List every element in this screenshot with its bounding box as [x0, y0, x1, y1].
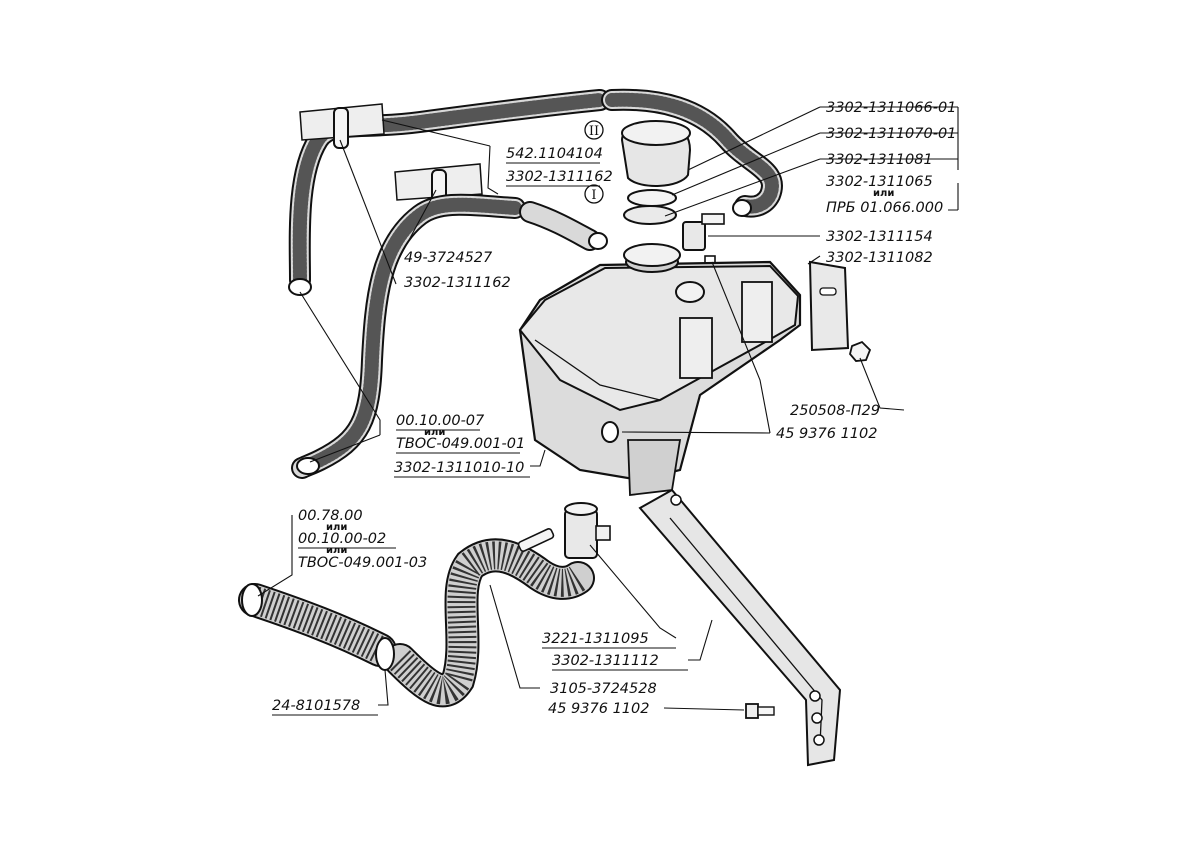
label-hose-bottom: 24-8101578 — [272, 698, 360, 714]
label-clamp-left-b: ТВОС-049.001-01 — [396, 436, 525, 452]
tee-fitting — [564, 502, 611, 559]
hose-clamps — [288, 199, 752, 475]
clip-bands — [299, 103, 483, 211]
label-cap-1: 3302-1311081 — [826, 152, 933, 168]
expansion-tank — [518, 243, 802, 497]
label-underlines — [272, 162, 688, 716]
bolt-bottom — [745, 703, 775, 719]
label-bracket-plate: 3302-1311082 — [826, 250, 933, 266]
label-cap-seal: 3302-1311070-01 — [826, 126, 956, 142]
label-clamp-bot-a: 00.78.00 — [298, 508, 363, 524]
corrugated-hoses — [238, 528, 595, 708]
label-hose-corr: 3105-3724528 — [550, 681, 657, 697]
middle-hose — [291, 193, 601, 479]
label-fitting: 3302-1311154 — [826, 229, 933, 245]
label-hose-mid: 3302-1311162 — [404, 275, 511, 291]
label-bracket-long: 3302-1311112 — [552, 653, 659, 669]
label-bolt-bracket: 45 9376 1102 — [548, 701, 649, 717]
label-nut: 250508-П29 — [790, 403, 880, 419]
roman-one-marker: I — [591, 188, 596, 203]
label-clamp-bot-c: ТВОС-049.001-03 — [298, 555, 427, 571]
label-cap-2: 3302-1311066-01 — [826, 100, 956, 116]
label-tee: 3221-1311095 — [542, 631, 649, 647]
label-clip: 49-3724527 — [404, 250, 493, 266]
part-labels: 3302-1311066-01 3302-1311070-01 3302-131… — [272, 100, 956, 717]
label-ili-2: или — [424, 427, 445, 438]
long-bracket — [638, 488, 842, 767]
roman-markers: II I — [584, 120, 604, 204]
roman-two-marker: II — [589, 124, 599, 139]
bracket-plate — [808, 260, 872, 362]
label-ili-3: или — [326, 522, 347, 533]
label-tank: 3302-1311010-10 — [394, 460, 524, 476]
label-clamp-left-a: 00.10.00-07 — [396, 413, 485, 429]
label-hose-top: 3302-1311162 — [506, 169, 613, 185]
label-bolt-tank: 45 9376 1102 — [776, 426, 877, 442]
label-clamp-top: 542.1104104 — [506, 146, 603, 162]
label-ili-4: или — [326, 545, 347, 556]
label-ili-1: или — [873, 188, 894, 199]
label-clamp-bot-b: 00.10.00-02 — [298, 531, 386, 547]
label-cap-1-alt-b: ПРБ 01.066.000 — [826, 200, 943, 216]
filler-cap — [620, 120, 692, 225]
label-cap-1-alt-a: 3302-1311065 — [826, 174, 933, 190]
leader-lines — [257, 106, 959, 711]
